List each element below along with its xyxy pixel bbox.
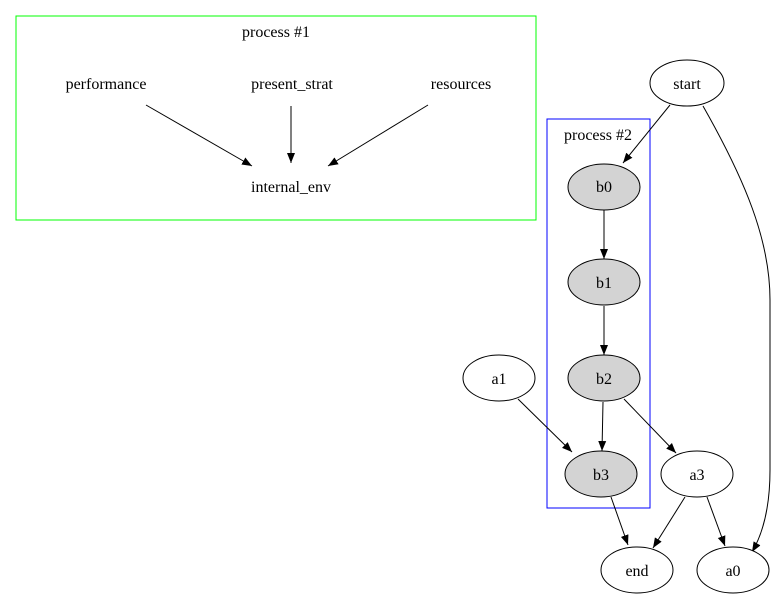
node-internal-env: internal_env xyxy=(251,179,331,196)
node-b0: b0 xyxy=(567,163,641,211)
node-start-label: start xyxy=(673,76,701,93)
node-b2: b2 xyxy=(567,354,641,402)
cluster-process-2-label: process #2 xyxy=(564,127,632,144)
node-b2-label: b2 xyxy=(596,371,612,388)
edge-b2-a3 xyxy=(623,398,677,454)
edge-b2-b3 xyxy=(598,401,607,452)
node-b3-label: b3 xyxy=(593,467,609,484)
edge-a3-a0 xyxy=(706,496,726,547)
node-b3: b3 xyxy=(564,450,638,498)
node-performance: performance xyxy=(66,76,147,93)
node-start: start xyxy=(649,59,725,107)
node-b0-label: b0 xyxy=(596,179,612,196)
edge-a3-end xyxy=(652,496,686,549)
node-present-strat-label: present_strat xyxy=(251,76,333,93)
node-a0-label: a0 xyxy=(725,563,740,580)
node-b1-label: b1 xyxy=(596,275,612,292)
edges xyxy=(145,104,771,553)
node-resources: resources xyxy=(431,76,491,93)
edge-start-a0 xyxy=(702,105,771,553)
node-b1: b1 xyxy=(567,258,641,306)
edge-resources-internal-env xyxy=(327,104,429,167)
node-a3-label: a3 xyxy=(689,467,704,484)
node-present-strat: present_strat xyxy=(251,76,333,93)
node-end: end xyxy=(600,546,674,594)
node-a1-label: a1 xyxy=(491,371,506,388)
node-a3: a3 xyxy=(660,450,734,498)
cluster-process-1-label: process #1 xyxy=(242,24,310,41)
node-a0: a0 xyxy=(696,546,770,594)
node-resources-label: resources xyxy=(431,76,491,93)
edge-performance-internal-env xyxy=(145,104,253,167)
cluster-process-1: process #1 xyxy=(15,15,537,221)
node-performance-label: performance xyxy=(66,76,147,93)
node-internal-env-label: internal_env xyxy=(251,179,331,196)
node-end-label: end xyxy=(625,563,648,580)
cluster-process-2: process #2 xyxy=(546,118,651,509)
edge-a1-b3 xyxy=(517,398,573,453)
node-a1: a1 xyxy=(462,354,536,402)
edge-b3-end xyxy=(610,496,629,546)
edge-start-b0 xyxy=(622,104,671,164)
